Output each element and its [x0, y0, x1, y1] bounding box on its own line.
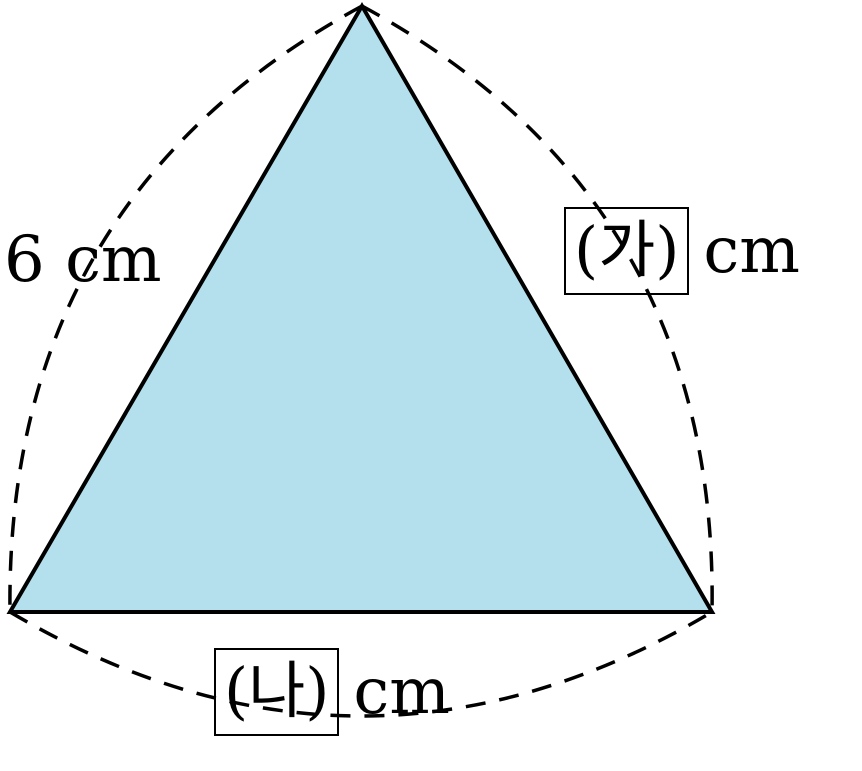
dashed-arc-bottom — [9, 610, 713, 718]
right-side-unit: cm — [703, 214, 800, 288]
left-side-label: 6 cm — [4, 223, 162, 297]
bottom-side-unit: cm — [353, 655, 450, 729]
dashed-arc-left — [8, 4, 363, 613]
bottom-side-label: (나)cm — [214, 648, 450, 736]
bottom-side-answer-box: (나) — [214, 648, 340, 736]
right-side-answer-box: (가) — [564, 207, 690, 295]
dashed-arc-right — [361, 4, 714, 613]
triangle — [6, 2, 716, 614]
right-side-label: (가)cm — [564, 207, 800, 295]
